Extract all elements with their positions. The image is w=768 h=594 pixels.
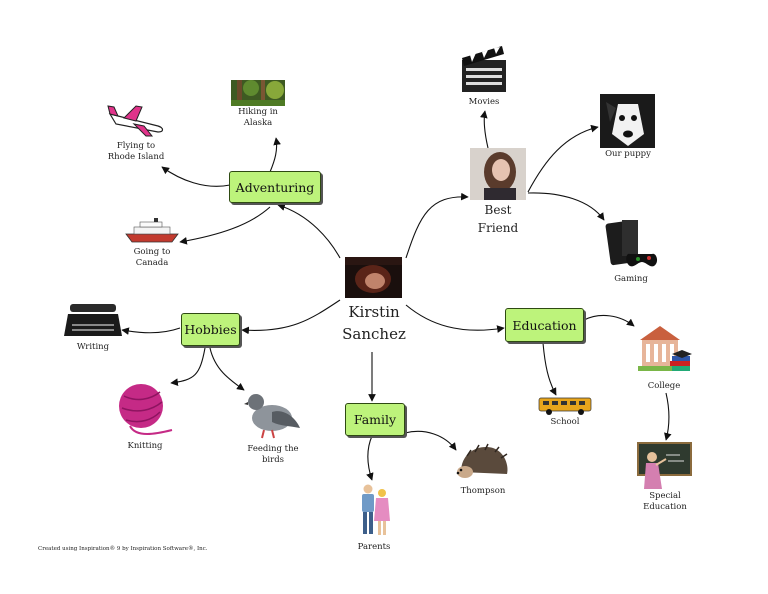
forest-photo xyxy=(231,80,285,106)
puppy-label: Our puppy xyxy=(596,149,660,160)
link-center-hobbies xyxy=(241,299,341,335)
best-friend-label: Best Friend xyxy=(470,201,526,237)
gaming-label: Gaming xyxy=(600,274,662,285)
puppy-label-line1: Our puppy xyxy=(605,149,651,159)
canada-label: Going to Canada xyxy=(120,247,184,269)
ship-icon xyxy=(124,218,180,244)
teacher-icon xyxy=(636,441,693,491)
center-label-line1: Kirstin xyxy=(348,303,400,321)
link-center-adventuring xyxy=(277,203,341,259)
link-fam-thompson xyxy=(404,430,457,451)
node-family-label: Family xyxy=(353,412,397,427)
node-adventuring-label: Adventuring xyxy=(235,179,315,195)
link-col-special xyxy=(664,392,672,441)
airplane-icon xyxy=(106,104,166,138)
movies-label: Movies xyxy=(458,97,510,108)
node-hobbies-label: Hobbies xyxy=(184,322,237,337)
special-ed-label-line1: Special xyxy=(649,491,681,501)
node-education-label: Education xyxy=(512,317,577,333)
center-label-line2: Sanchez xyxy=(342,325,406,343)
flying-label: Flying to Rhode Island xyxy=(100,141,172,163)
footer-credit: Created using Inspiration® 9 by Inspirat… xyxy=(38,546,208,552)
movies-label-line1: Movies xyxy=(468,97,500,107)
center-photo xyxy=(345,257,402,298)
node-adventuring[interactable]: Adventuring xyxy=(229,171,321,203)
link-bf-puppy xyxy=(527,124,599,193)
link-bf-gaming xyxy=(527,192,605,221)
link-hob-writing xyxy=(121,327,181,335)
clapperboard-icon xyxy=(460,42,508,94)
best-friend-line2: Friend xyxy=(477,221,519,235)
link-adv-flying xyxy=(161,166,231,187)
typewriter-icon xyxy=(64,302,122,340)
canada-label-line1: Going to xyxy=(133,247,171,257)
link-bf-movies xyxy=(479,110,489,149)
writing-label-line1: Writing xyxy=(76,342,110,352)
school-label: School xyxy=(537,417,593,428)
college-label-line1: College xyxy=(647,381,681,391)
birds-label: Feeding the birds xyxy=(240,444,306,466)
canada-label-line2: Canada xyxy=(135,258,169,268)
parents-icon xyxy=(356,483,392,539)
node-family[interactable]: Family xyxy=(345,403,405,436)
flying-label-line2: Rhode Island xyxy=(107,152,165,162)
birds-label-line2: birds xyxy=(261,455,285,465)
yarn-ball-icon xyxy=(116,382,174,440)
thompson-label-line1: Thompson xyxy=(460,486,506,496)
hiking-label-line2: Alaska xyxy=(243,118,273,128)
parents-label-line1: Parents xyxy=(357,542,391,552)
school-bus-icon xyxy=(537,395,593,417)
link-adv-hiking xyxy=(269,137,281,173)
link-adv-canada xyxy=(179,206,271,245)
hedgehog-icon xyxy=(455,442,511,482)
thompson-label: Thompson xyxy=(452,486,514,497)
link-hob-birds xyxy=(209,347,245,391)
best-friend-photo xyxy=(470,148,526,200)
link-hob-knitting xyxy=(170,347,206,386)
special-ed-label-line2: Education xyxy=(643,502,687,512)
node-hobbies[interactable]: Hobbies xyxy=(181,313,240,346)
hiking-label-line1: Hiking in xyxy=(238,107,278,117)
college-icon xyxy=(636,322,694,378)
parents-label: Parents xyxy=(350,542,398,553)
pigeon-icon xyxy=(244,388,302,442)
birds-label-line1: Feeding the xyxy=(247,444,299,454)
link-edu-school xyxy=(542,342,557,396)
link-center-bestfriend xyxy=(405,192,469,259)
gaming-label-line1: Gaming xyxy=(614,274,648,284)
link-center-education xyxy=(405,304,505,333)
center-label: Kirstin Sanchez xyxy=(330,301,418,345)
node-education[interactable]: Education xyxy=(505,308,584,342)
writing-label: Writing xyxy=(64,342,122,353)
knitting-label-line1: Knitting xyxy=(127,441,163,451)
school-label-line1: School xyxy=(550,417,580,427)
gaming-icon xyxy=(602,218,660,270)
puppy-photo xyxy=(600,94,655,148)
link-edu-college xyxy=(583,314,635,327)
best-friend-line1: Best xyxy=(484,203,512,217)
hiking-label: Hiking in Alaska xyxy=(225,107,291,129)
special-ed-label: Special Education xyxy=(630,491,700,513)
flying-label-line1: Flying to xyxy=(116,141,156,151)
college-label: College xyxy=(634,381,694,392)
link-fam-parents xyxy=(366,435,374,481)
knitting-label: Knitting xyxy=(116,441,174,452)
